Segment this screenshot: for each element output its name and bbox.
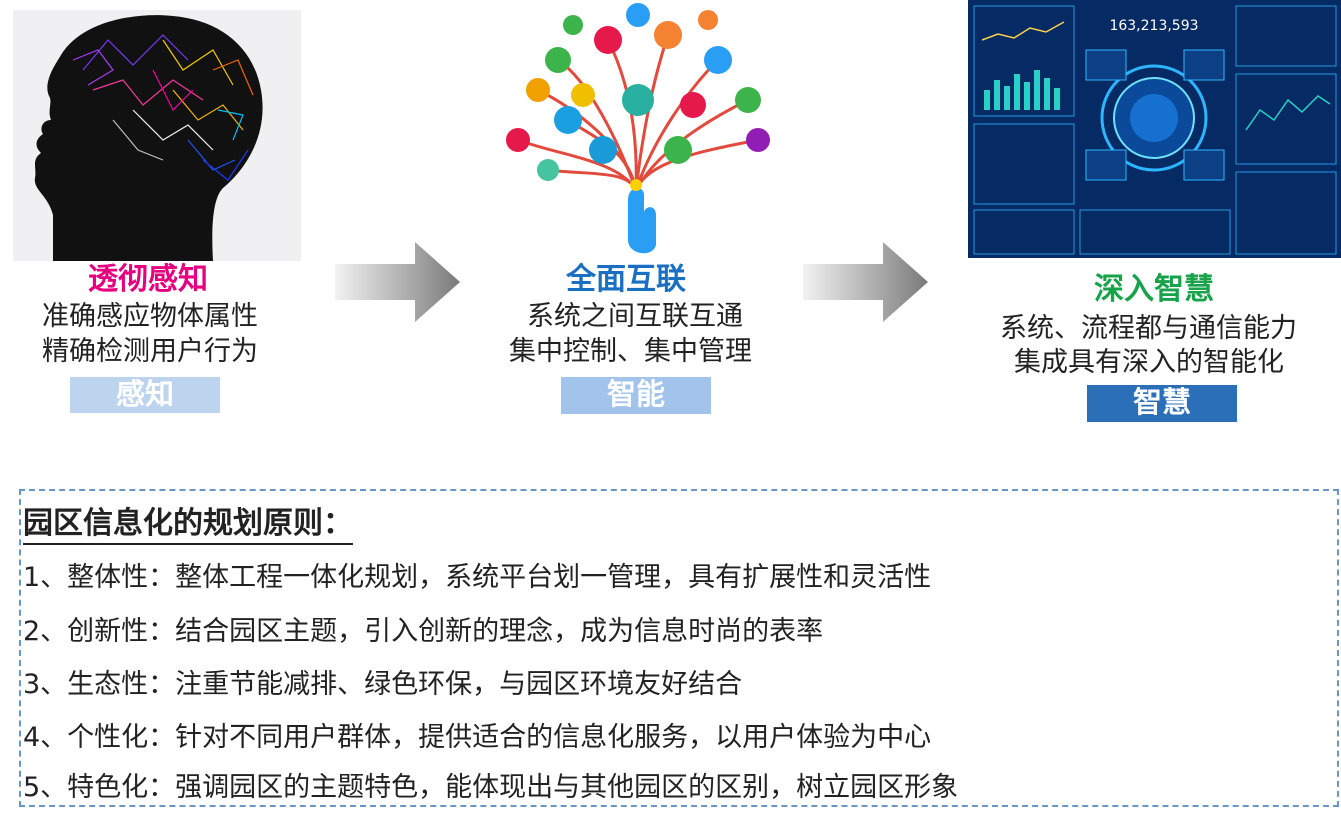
network-tree-image [478,0,800,262]
principle-item: 1、整体性：整体工程一体化规划，系统平台划一管理，具有扩展性和灵活性 [23,562,932,593]
network-tree-icon [506,3,770,254]
dashboard-image: 163,213,593 [968,0,1341,258]
principle-item: 2、创新性：结合园区主题，引入创新的理念，成为信息时尚的表率 [23,616,824,647]
badge-perception: 感知 [70,377,220,413]
principles-title: 园区信息化的规划原则： [23,507,353,545]
brain-head-icon [13,10,301,261]
column-desc-line: 准确感应物体属性 [42,301,258,332]
badge-wisdom: 智慧 [1087,385,1237,422]
arrow-right-icon [335,242,460,322]
principle-item: 5、特色化：强调园区的主题特色，能体现出与其他园区的区别，树立园区形象 [23,772,959,803]
column-title-interconnect: 全面互联 [566,262,686,297]
dashboard-icon: 163,213,593 [968,0,1341,258]
brain-head-image [13,10,301,261]
column-desc-line: 精确检测用户行为 [42,336,258,367]
principle-item: 3、生态性：注重节能减排、绿色环保，与园区环境友好结合 [23,669,743,700]
column-desc-line: 系统之间互联互通 [527,301,743,332]
dashboard-number: 163,213,593 [1109,18,1198,34]
column-title-perception: 透彻感知 [88,262,208,297]
arrow-right-icon [803,242,928,322]
principle-item: 4、个性化：针对不同用户群体，提供适合的信息化服务，以用户体验为中心 [23,722,932,753]
badge-intelligent: 智能 [561,377,711,414]
column-desc-line: 系统、流程都与通信能力 [1000,313,1297,344]
principles-box: 园区信息化的规划原则： 1、整体性：整体工程一体化规划，系统平台划一管理，具有扩… [19,489,1339,807]
column-desc-line: 集中控制、集中管理 [509,336,752,367]
column-title-wisdom: 深入智慧 [1094,272,1214,307]
column-desc-line: 集成具有深入的智能化 [1014,347,1284,378]
